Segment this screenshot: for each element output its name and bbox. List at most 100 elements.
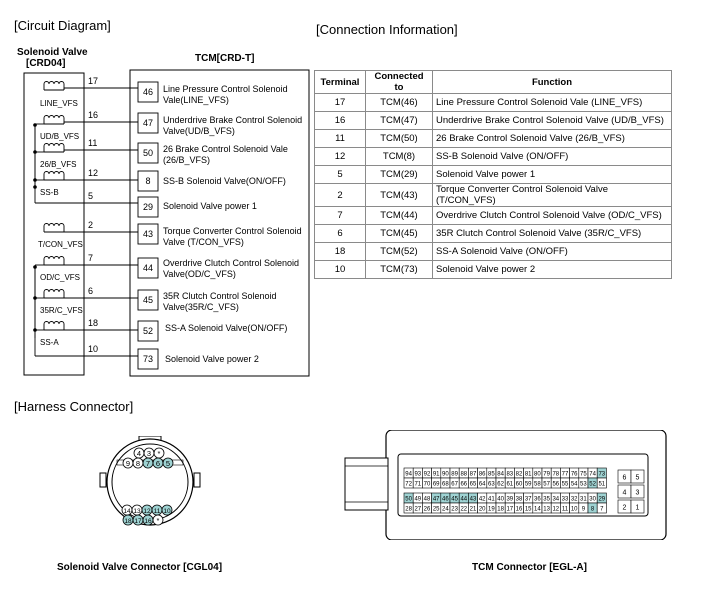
tcm-connector-pin-label: 77 [562, 472, 569, 478]
solenoid-connector-pin-label: 18 [124, 518, 132, 525]
tcm-connector-pin: 71 [412, 477, 423, 489]
tcm-connector-pin: 17 [504, 502, 515, 514]
tcm-function-50-line-0: 26 Brake Control Solenoid Vale [163, 144, 288, 154]
tcm-connector-pin-label: 62 [497, 482, 504, 488]
tcm-connector-pin: 80 [532, 467, 543, 479]
terminal-number-10: 10 [88, 344, 99, 354]
solenoid-label-2: 26/B_VFS [40, 160, 77, 169]
tcm-connector-pin: 72 [403, 477, 414, 489]
tcm-connector-pin: 32 [569, 492, 580, 504]
solenoid-connector-pin: 6 [152, 457, 164, 469]
tcm-connector-pin: 8 [587, 502, 598, 514]
tcm-pin-box-46 [137, 81, 159, 103]
tcm-connector-pin-label: 26 [424, 507, 431, 513]
solenoid-label-3: SS-B [40, 188, 59, 197]
connection-info-heading: [Connection Information] [316, 22, 458, 37]
tcm-connector-pin-label: 11 [562, 507, 569, 513]
tcm-connector-pin-label: 23 [451, 507, 458, 513]
solenoid-coil-3 [43, 171, 65, 181]
tcm-connector-pin: 77 [560, 467, 570, 479]
tcm-connector-pin-label: 92 [424, 472, 431, 478]
tcm-connector-side-pin: 2 [617, 499, 632, 514]
tcm-connector-side-pin-label: 4 [623, 490, 627, 497]
tcm-connector-pin-label: 80 [534, 472, 541, 478]
tcm-connector-side-pin-label: 2 [623, 505, 627, 512]
tcm-connector-pin: 69 [431, 477, 442, 489]
tcm-connector-pin: 30 [587, 492, 598, 504]
tcm-connector-pin-label: 21 [470, 507, 477, 513]
tcm-connector-pin: 10 [569, 502, 580, 514]
solenoid-label-0: LINE_VFS [40, 99, 78, 108]
tcm-connector-side-pin-label: 6 [623, 475, 627, 482]
tcm-connector-pin-label: 54 [571, 482, 578, 488]
tcm-connector-side-pin-label: 3 [636, 490, 640, 497]
tcm-connector-pin: 51 [596, 477, 607, 489]
terminal-number-11: 11 [88, 138, 98, 148]
tcm-pin-number-8: 8 [145, 176, 151, 186]
harness-connector-heading: [Harness Connector] [14, 399, 134, 414]
tcm-pin-box-45 [137, 289, 159, 311]
tcm-connector-pin: 87 [468, 467, 478, 479]
tcm-connector-pin: 90 [440, 467, 451, 479]
solenoid-connector-pin-label: 10 [163, 508, 171, 515]
solenoid-connector-pin-label: * [158, 449, 161, 458]
tcm-connector-pin-label: 87 [470, 472, 477, 478]
tcm-function-46-line-0: Line Pressure Control Solenoid [163, 84, 288, 94]
solenoid-connector-pin-label: 8 [136, 459, 140, 468]
tcm-connector-pin-label: 79 [543, 472, 550, 478]
tcm-connector-pin: 34 [550, 492, 561, 504]
tcm-function-50-line-1: (26/B_VFS) [163, 155, 211, 165]
tcm-connector-pin-label: 15 [525, 507, 532, 513]
tcm-connector-pin-label: 38 [516, 497, 523, 503]
tcm-connector-pin: 22 [458, 502, 469, 514]
tcm-pin-number-43: 43 [142, 229, 153, 239]
tcm-connector-pin-label: 20 [479, 507, 486, 513]
tcm-connector-pin: 11 [560, 502, 570, 514]
terminal-number-17: 17 [88, 76, 99, 86]
cell-function: 35R Clutch Control Solenoid Valve (35R/C… [432, 224, 672, 243]
header-connected-to: Connected to [365, 70, 433, 94]
circuit-diagram-heading: [Circuit Diagram] [14, 18, 111, 33]
tcm-connector-pin-label: 18 [497, 507, 504, 513]
cell-function: SS-A Solenoid Valve (ON/OFF) [432, 242, 672, 261]
cell-terminal: 7 [314, 206, 366, 225]
tcm-connector-pin: 24 [440, 502, 451, 514]
tcm-connector-pin-label: 48 [424, 497, 431, 503]
solenoid-connector-pin: 11 [151, 504, 163, 516]
tcm-connector-pin-label: 33 [562, 497, 569, 503]
tcm-connector-pin-label: 71 [414, 482, 421, 488]
tcm-pin-number-45: 45 [142, 295, 153, 305]
solenoid-connector-pin-label: 13 [133, 508, 141, 515]
tcm-connector-pin: 28 [403, 502, 414, 514]
tcm-connector-pin: 44 [458, 492, 469, 504]
tcm-connector-pin: 31 [578, 492, 589, 504]
tcm-connector-pin: 91 [431, 467, 442, 479]
cell-function: SS-B Solenoid Valve (ON/OFF) [432, 147, 672, 166]
tcm-connector-pin: 48 [422, 492, 432, 504]
tcm-connector-side-pin: 3 [630, 484, 645, 499]
tcm-connector-pin-label: 7 [600, 507, 604, 513]
tcm-connector-pin: 89 [449, 467, 460, 479]
tcm-connector-pin: 45 [449, 492, 460, 504]
solenoid-coil-0 [43, 81, 65, 91]
tcm-connector-pin: 47 [431, 492, 442, 504]
tcm-connector-pin: 7 [596, 502, 607, 514]
solenoid-connector-pin: * [153, 447, 165, 459]
terminal-number-12: 12 [88, 168, 99, 178]
tcm-connector-pin: 20 [477, 502, 488, 514]
solenoid-connector-pin: 16 [142, 514, 154, 526]
cell-connected-to: TCM(47) [365, 111, 433, 130]
solenoid-connector-pin: 5 [162, 457, 174, 469]
tcm-connector-pin: 41 [486, 492, 497, 504]
terminal-number-2: 2 [88, 220, 94, 230]
solenoid-connector-pin: * [152, 514, 164, 526]
tcm-connector-pin-label: 94 [405, 472, 412, 478]
cell-connected-to: TCM(44) [365, 206, 433, 225]
cell-function: Overdrive Clutch Control Solenoid Valve … [432, 206, 672, 225]
tcm-connector-pin: 73 [596, 467, 607, 479]
tcm-connector-pin-label: 42 [479, 497, 486, 503]
